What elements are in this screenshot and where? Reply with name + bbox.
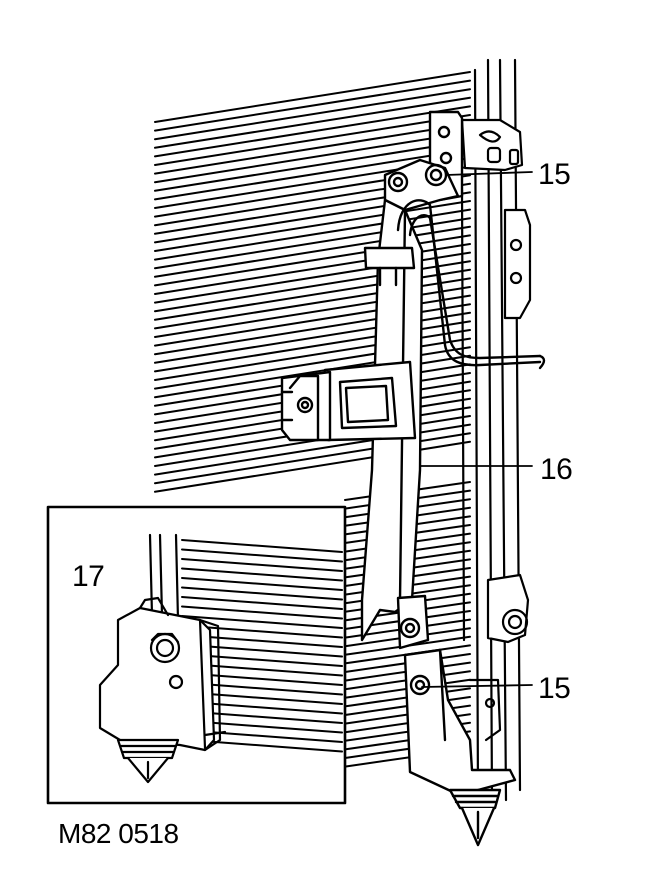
callout-16: 16 [540, 453, 573, 486]
callout-15-lower: 15 [538, 672, 571, 705]
center-mount-block [280, 360, 417, 442]
callout-17: 17 [72, 560, 105, 593]
figure-reference: M82 0518 [58, 818, 179, 849]
condenser-side-tank [460, 58, 532, 802]
inset-detail [98, 533, 343, 784]
callout-15-upper: 15 [538, 158, 571, 191]
